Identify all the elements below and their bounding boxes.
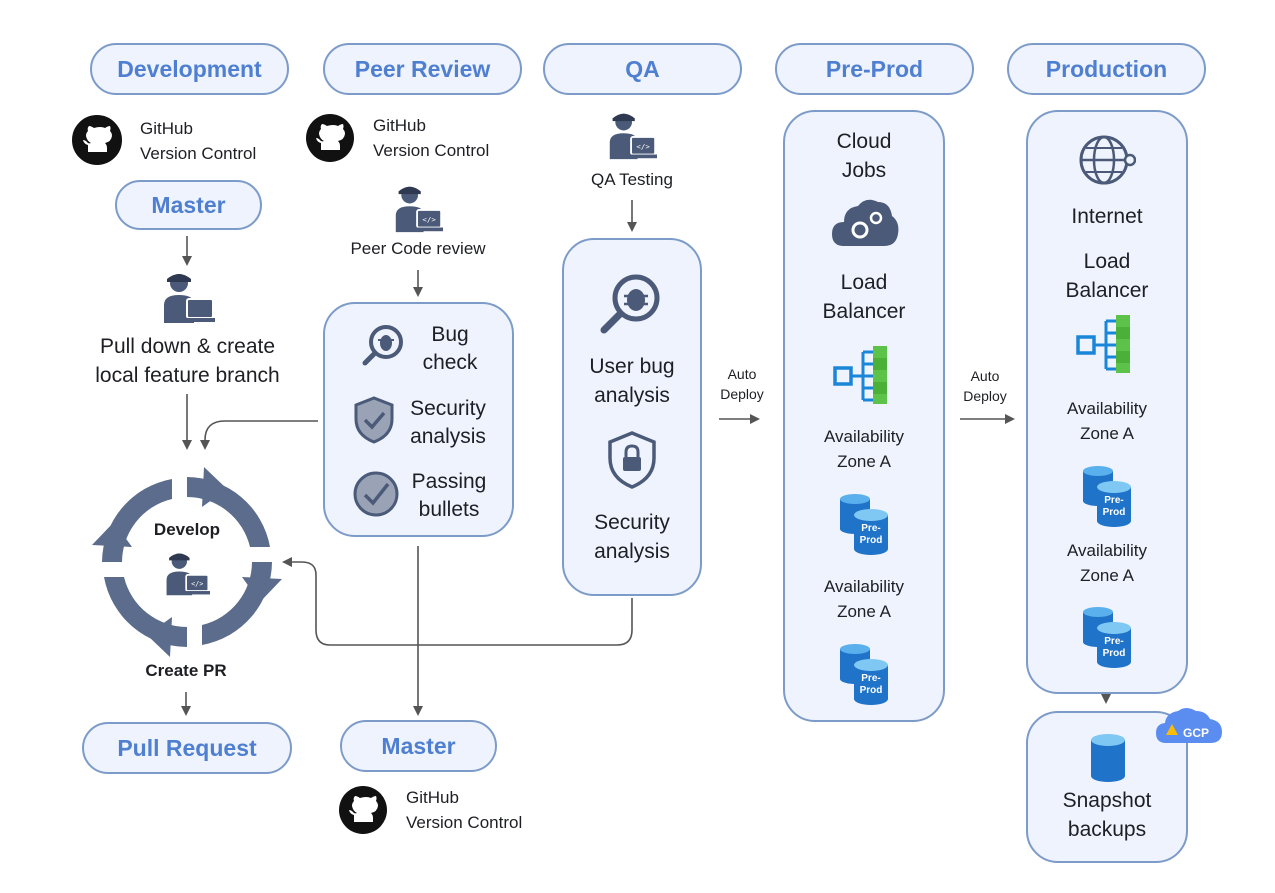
passing-check-icon <box>353 471 399 517</box>
user-bug-line2: analysis <box>594 384 670 407</box>
database-icon <box>1091 734 1125 782</box>
database-icon: Pre- Prod <box>1083 466 1131 527</box>
svg-text:</>: </> <box>422 215 436 224</box>
database-icon: Pre- Prod <box>1083 607 1131 668</box>
bug-search-icon <box>600 274 660 334</box>
dev-master-pill: Master <box>115 180 262 230</box>
passing-line2: bullets <box>418 498 480 521</box>
bug-search-icon <box>362 325 403 366</box>
prod-lb-line1: Load <box>1083 250 1131 273</box>
arrow-review-to-develop <box>200 420 318 450</box>
stage-pre-prod: Pre-Prod <box>775 43 974 95</box>
developer-icon <box>164 274 215 323</box>
passing-line1: Passing <box>411 470 487 493</box>
cloud-jobs-line1: Cloud <box>836 130 892 153</box>
shield-lock-icon <box>608 431 656 489</box>
gcp-cloud-icon: GCP <box>1156 708 1222 743</box>
pre-zone1-line1: Availability <box>823 427 904 446</box>
stage-production: Production <box>1007 43 1206 95</box>
auto-deploy-1-line2: Deploy <box>720 386 764 402</box>
developer-laptop-icon: </> <box>609 113 657 160</box>
peer-code-review-label: Peer Code review <box>350 239 486 258</box>
create-pr-label: Create PR <box>145 661 227 680</box>
qa-testing-label: QA Testing <box>591 170 673 189</box>
shield-check-icon <box>354 396 394 444</box>
peer-github2-sub: Version Control <box>406 813 523 832</box>
develop-cycle-icon <box>92 467 282 657</box>
database-icon: Pre- Prod <box>840 644 888 705</box>
svg-text:</>: </> <box>636 142 650 151</box>
db-label-2: Prod <box>1103 648 1126 659</box>
pre-zone1-line2: Zone A <box>837 452 891 471</box>
peer-github2-title: GitHub <box>406 788 459 807</box>
load-balancer-icon <box>833 346 887 404</box>
developer-laptop-icon: </> <box>395 186 443 233</box>
peer-security-line1: Security <box>410 397 486 420</box>
dev-github-sub: Version Control <box>140 144 257 163</box>
load-balancer-icon <box>1076 315 1130 373</box>
auto-deploy-2-line1: Auto <box>970 368 1000 384</box>
pre-lb-line1: Load <box>840 271 888 294</box>
github-icon <box>72 115 122 165</box>
bug-check-line2: check <box>422 351 478 374</box>
snapshot-line2: backups <box>1067 818 1147 841</box>
internet-label: Internet <box>1071 205 1143 228</box>
db-label-1: Pre- <box>1104 636 1123 647</box>
qa-security-line1: Security <box>594 511 670 534</box>
globe-network-icon <box>1079 135 1136 185</box>
qa-security-line2: analysis <box>594 540 670 563</box>
pull-request-pill: Pull Request <box>82 722 292 774</box>
prod-zone1-line1: Availability <box>1066 399 1147 418</box>
prod-zone2-line2: Zone A <box>1080 566 1134 585</box>
pull-down-line1: Pull down & create <box>99 335 276 358</box>
gcp-label: GCP <box>1183 726 1209 740</box>
prod-lb-line2: Balancer <box>1065 279 1149 302</box>
peer-github-sub: Version Control <box>373 141 490 160</box>
cloud-jobs-line2: Jobs <box>841 159 887 182</box>
db-label-2: Prod <box>860 535 883 546</box>
snapshot-line1: Snapshot <box>1062 789 1152 812</box>
db-label-1: Pre- <box>861 673 880 684</box>
auto-deploy-1-line1: Auto <box>727 366 757 382</box>
db-label-1: Pre- <box>861 523 880 534</box>
bug-check-line1: Bug <box>431 323 469 346</box>
auto-deploy-2-line2: Deploy <box>963 388 1007 404</box>
pull-down-line2: local feature branch <box>95 364 280 387</box>
pre-zone2-line2: Zone A <box>837 602 891 621</box>
db-label-1: Pre- <box>1104 495 1123 506</box>
peer-github-title: GitHub <box>373 116 426 135</box>
database-icon: Pre- Prod <box>840 494 888 555</box>
stage-development: Development <box>90 43 289 95</box>
cloud-gear-icon <box>832 199 899 246</box>
arrow-qa-back-to-develop <box>282 557 633 646</box>
dev-github-title: GitHub <box>140 119 193 138</box>
stage-qa: QA <box>543 43 742 95</box>
github-icon <box>306 114 354 162</box>
pre-lb-line2: Balancer <box>822 300 906 323</box>
github-icon <box>339 786 387 834</box>
db-label-2: Prod <box>860 685 883 696</box>
peer-security-line2: analysis <box>410 425 486 448</box>
production-panel <box>1026 110 1188 694</box>
user-bug-line1: User bug <box>589 355 675 378</box>
develop-label: Develop <box>153 520 221 539</box>
prod-zone1-line2: Zone A <box>1080 424 1134 443</box>
developer-laptop-icon: </> <box>166 553 210 596</box>
pre-zone2-line1: Availability <box>823 577 904 596</box>
peer-master-pill: Master <box>340 720 497 772</box>
prod-zone2-line1: Availability <box>1066 541 1147 560</box>
db-label-2: Prod <box>1103 507 1126 518</box>
stage-peer-review: Peer Review <box>323 43 522 95</box>
svg-text:</>: </> <box>191 580 203 588</box>
